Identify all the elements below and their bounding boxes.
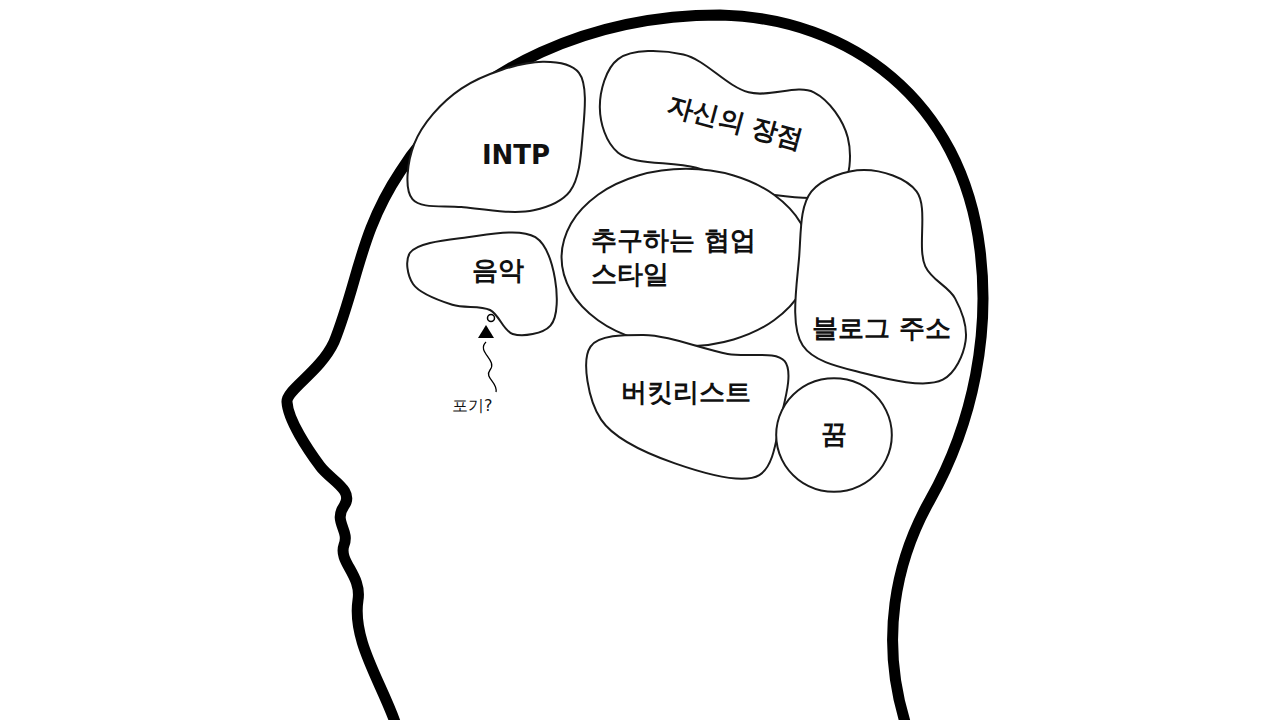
region-shape xyxy=(407,232,557,335)
region-label: 블로그 주소 xyxy=(812,312,951,346)
note-label: 포기? xyxy=(452,396,493,417)
region-shape xyxy=(586,335,788,479)
region-label: 음악 xyxy=(472,254,524,288)
region-outline xyxy=(557,165,815,350)
brain-region: INTP xyxy=(405,55,590,217)
brain-region: 추구하는 협업 스타일 xyxy=(557,165,815,350)
region-shape xyxy=(562,169,811,346)
region-shape xyxy=(795,170,966,383)
region-label: 버킷리스트 xyxy=(621,376,751,410)
region-outline xyxy=(792,168,971,386)
head-outline xyxy=(287,15,983,720)
region-shape xyxy=(407,62,584,212)
region-label: INTP xyxy=(482,139,550,173)
region-label: 추구하는 협업 스타일 xyxy=(591,224,781,292)
figure-body xyxy=(478,325,494,338)
brain-region: 블로그 주소 xyxy=(792,168,971,386)
brain-region: 버킷리스트 xyxy=(578,330,793,480)
region-shape xyxy=(776,378,892,492)
tiny-figure xyxy=(478,315,496,393)
figure-head xyxy=(488,315,495,322)
figure-trail xyxy=(483,342,496,392)
region-label: 꿈 xyxy=(821,418,847,452)
region-outline xyxy=(405,55,590,217)
brain-region: 음악 xyxy=(405,230,560,338)
brain-region: 꿈 xyxy=(773,375,895,495)
